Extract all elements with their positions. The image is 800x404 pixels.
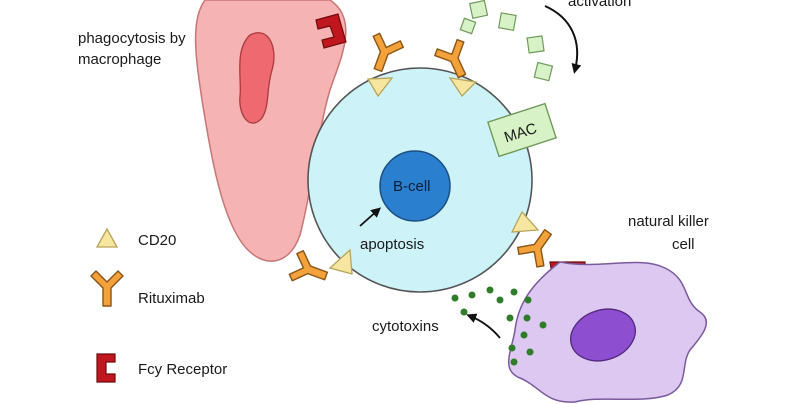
antibody-icon xyxy=(90,270,124,307)
complement-square xyxy=(468,0,489,19)
receptor-icon xyxy=(96,353,116,383)
phagocytosis-label-2: macrophage xyxy=(78,51,161,68)
legend: CD20 Rituximab Fcy Receptor xyxy=(90,227,227,383)
phagocytosis-label-1: phagocytosis by xyxy=(78,30,186,47)
bcell-label: B-cell xyxy=(393,178,431,195)
rituximab-antibody xyxy=(286,248,333,292)
cd20-triangle xyxy=(366,77,394,98)
nk-nucleus xyxy=(570,308,636,362)
cytotoxin-dot xyxy=(539,321,547,329)
cd20-markers xyxy=(328,77,540,275)
cytotoxin-dot xyxy=(523,314,531,322)
cd20-triangle xyxy=(448,77,478,98)
apoptosis-label: apoptosis xyxy=(360,236,424,253)
rituximab-antibody xyxy=(362,30,406,77)
complement-proteins xyxy=(459,0,554,82)
nk-label-1: natural killer xyxy=(628,213,709,230)
cytotoxin-dot xyxy=(508,344,516,352)
apoptosis-arrow xyxy=(359,207,381,227)
cytotoxin-dot xyxy=(526,348,534,356)
cytotoxin-dot xyxy=(496,296,504,304)
cytotoxin-dot xyxy=(468,291,476,299)
cytotoxin-dot xyxy=(524,296,532,304)
cytotoxin-dot xyxy=(510,358,518,366)
cd20-triangle xyxy=(510,210,540,233)
cytotoxin-dot xyxy=(460,308,468,316)
triangle-icon xyxy=(95,227,119,248)
cytotoxins-label: cytotoxins xyxy=(372,318,439,335)
cytotoxin-dot xyxy=(520,331,528,339)
cytotoxins-arrow xyxy=(466,313,501,339)
cytotoxin-dot xyxy=(506,314,514,322)
fcy-receptor xyxy=(315,13,347,49)
cytotoxin-granules xyxy=(451,286,547,366)
complement-square xyxy=(526,35,545,54)
cytotoxin-dot xyxy=(486,286,494,294)
cytotoxin-dot xyxy=(451,294,459,302)
nk-label-2: cell xyxy=(672,236,695,253)
complement-square xyxy=(533,61,554,82)
mac-complex xyxy=(487,102,557,158)
activation-label: activation xyxy=(568,0,631,10)
macrophage-cell xyxy=(194,0,347,262)
legend-label-cd20: CD20 xyxy=(138,232,176,249)
activation-arrow xyxy=(544,5,582,74)
bcell-nucleus xyxy=(379,150,451,222)
cd20-triangle xyxy=(328,248,353,275)
complement-square xyxy=(498,12,517,31)
cytotoxin-dot xyxy=(510,288,518,296)
legend-label-receptor: Fcy Receptor xyxy=(138,361,227,378)
legend-label-rituximab: Rituximab xyxy=(138,290,205,307)
macrophage-nucleus xyxy=(239,32,275,124)
complement-square xyxy=(459,17,477,35)
